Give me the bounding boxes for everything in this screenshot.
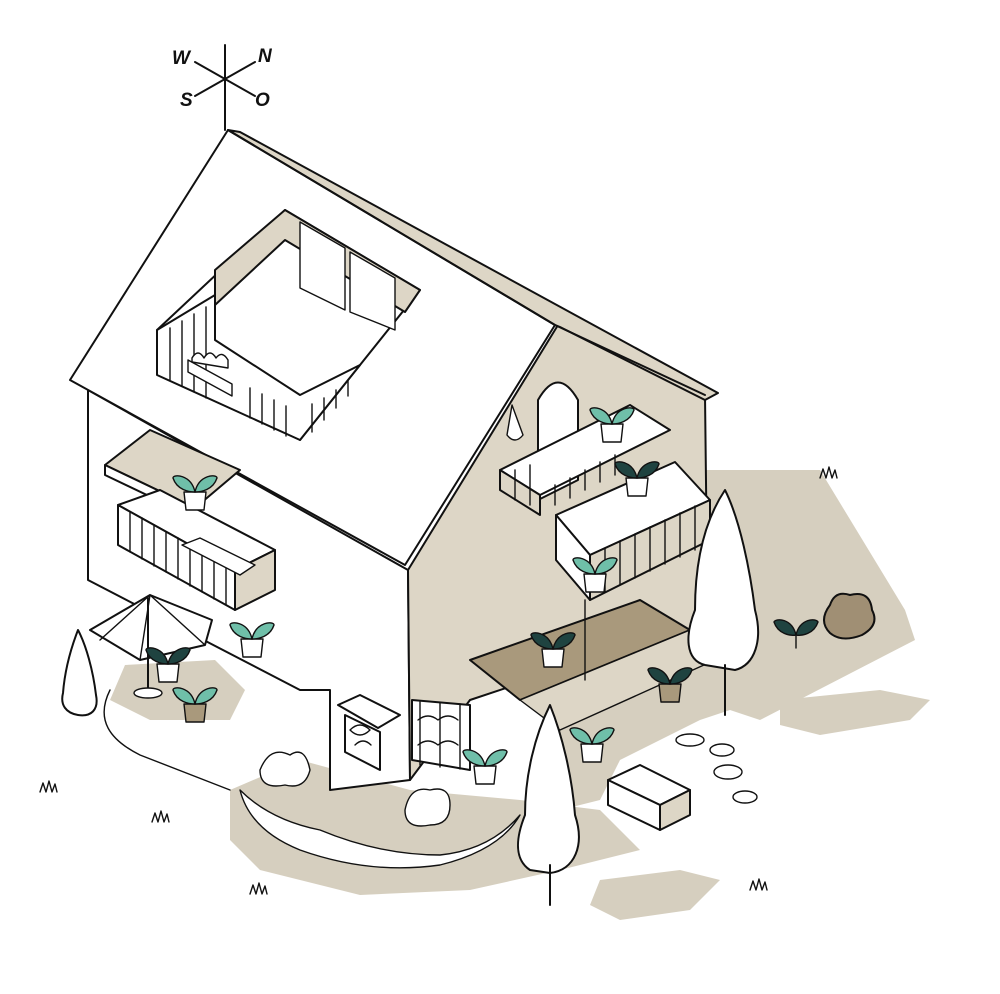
flower-box-leaves-icon	[191, 352, 229, 369]
compass-south: S	[180, 90, 193, 111]
potted-plant-icon	[229, 622, 275, 658]
compass-north: N	[258, 46, 273, 67]
grass-tuft-icon	[39, 780, 58, 793]
seedling-icon	[773, 619, 819, 649]
potted-plant-icon	[572, 557, 618, 593]
left-balcony	[117, 489, 276, 611]
potted-plant-icon	[145, 647, 191, 683]
wood-shelter	[337, 694, 401, 771]
potted-plant-icon	[172, 687, 218, 723]
flower-box	[187, 359, 233, 397]
compass-west: W	[172, 48, 192, 69]
potted-plants	[145, 407, 819, 785]
grass-tuft-icon	[249, 882, 268, 895]
planter-box	[181, 537, 256, 576]
potted-plant-icon	[647, 667, 693, 703]
grass-tuft-icon	[151, 810, 170, 823]
compass-east: O	[255, 90, 270, 111]
tree-right	[687, 489, 760, 716]
roof-ridge-edge	[227, 129, 706, 396]
tree-front	[517, 704, 580, 906]
potted-plant-icon	[569, 727, 615, 763]
grass-tuft-icon	[819, 466, 838, 479]
roof-terrace	[156, 209, 421, 441]
potted-plant-icon	[614, 461, 660, 497]
parasol	[89, 594, 213, 699]
rose-trellis	[411, 699, 471, 771]
compass-rose: W N S O	[172, 44, 273, 131]
bush-right	[823, 592, 876, 640]
gable-middle-balcony	[555, 461, 711, 601]
potted-plant-icon	[462, 749, 508, 785]
potted-plant-icon	[530, 632, 576, 668]
tree-left	[61, 629, 98, 717]
stone-trough	[607, 764, 691, 831]
gable-upper-balcony	[499, 381, 671, 516]
grass-tuft-icon	[749, 878, 768, 891]
potted-plant-icon	[172, 475, 218, 511]
hanging-basket-icon	[506, 404, 524, 441]
potted-plant-icon	[589, 407, 635, 443]
flower-bed	[239, 751, 521, 869]
grass-tufts	[39, 466, 838, 895]
stepping-stones	[675, 733, 758, 804]
